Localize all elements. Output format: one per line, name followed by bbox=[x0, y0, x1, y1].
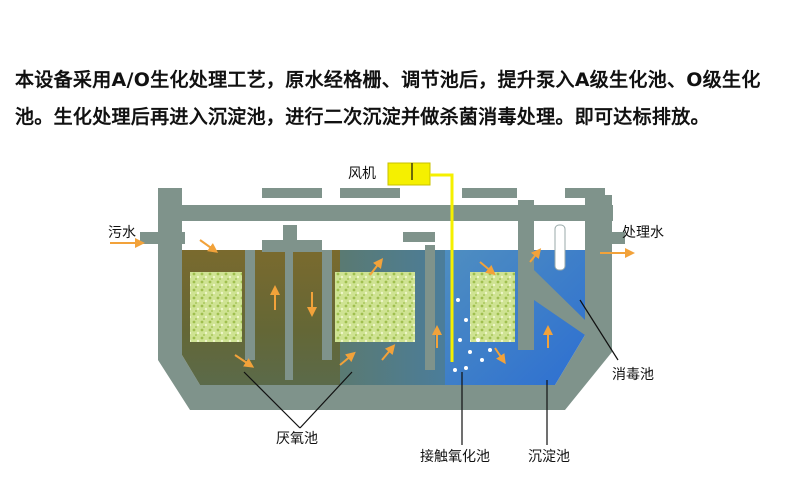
flow-arrows bbox=[199, 239, 553, 368]
treated-water-label: 处理水 bbox=[622, 225, 664, 241]
lid bbox=[340, 188, 400, 198]
lift-cap bbox=[262, 240, 322, 252]
anaerobic-tank-label: 厌氧池 bbox=[276, 431, 318, 447]
inlet-pipe bbox=[140, 232, 185, 244]
contact-oxidation-tank-label: 接触氧化池 bbox=[420, 448, 490, 465]
tank-shell bbox=[158, 188, 612, 410]
lift-stem bbox=[283, 225, 297, 245]
lid bbox=[262, 188, 322, 198]
fan-box bbox=[387, 162, 431, 186]
media-block bbox=[470, 272, 515, 342]
baffle bbox=[245, 250, 255, 360]
leader-lines bbox=[243, 163, 619, 445]
baffle bbox=[285, 250, 293, 380]
media-block bbox=[190, 272, 242, 342]
sedimentation-tank-label: 沉淀池 bbox=[528, 449, 570, 465]
intro-paragraph: 本设备采用A/O生化处理工艺，原水经格栅、调节池后，提升泵入A级生化池、O级生化… bbox=[15, 69, 761, 128]
air-bubbles bbox=[453, 298, 492, 372]
top-slab bbox=[158, 205, 613, 221]
baffle bbox=[322, 250, 332, 360]
slope-wall bbox=[534, 270, 585, 335]
baffle bbox=[518, 200, 534, 350]
lid bbox=[565, 188, 605, 198]
fan-label: 风机 bbox=[348, 166, 376, 182]
disinfection-tank-label: 消毒池 bbox=[612, 367, 654, 383]
baffle bbox=[425, 245, 435, 370]
air-pipe bbox=[430, 173, 454, 362]
lid bbox=[462, 188, 517, 198]
outlet-pipe bbox=[585, 232, 625, 244]
media-block bbox=[335, 272, 415, 342]
lift-cap bbox=[403, 232, 435, 242]
sewage-label: 污水 bbox=[108, 225, 136, 241]
disinfection-tube bbox=[554, 224, 566, 271]
